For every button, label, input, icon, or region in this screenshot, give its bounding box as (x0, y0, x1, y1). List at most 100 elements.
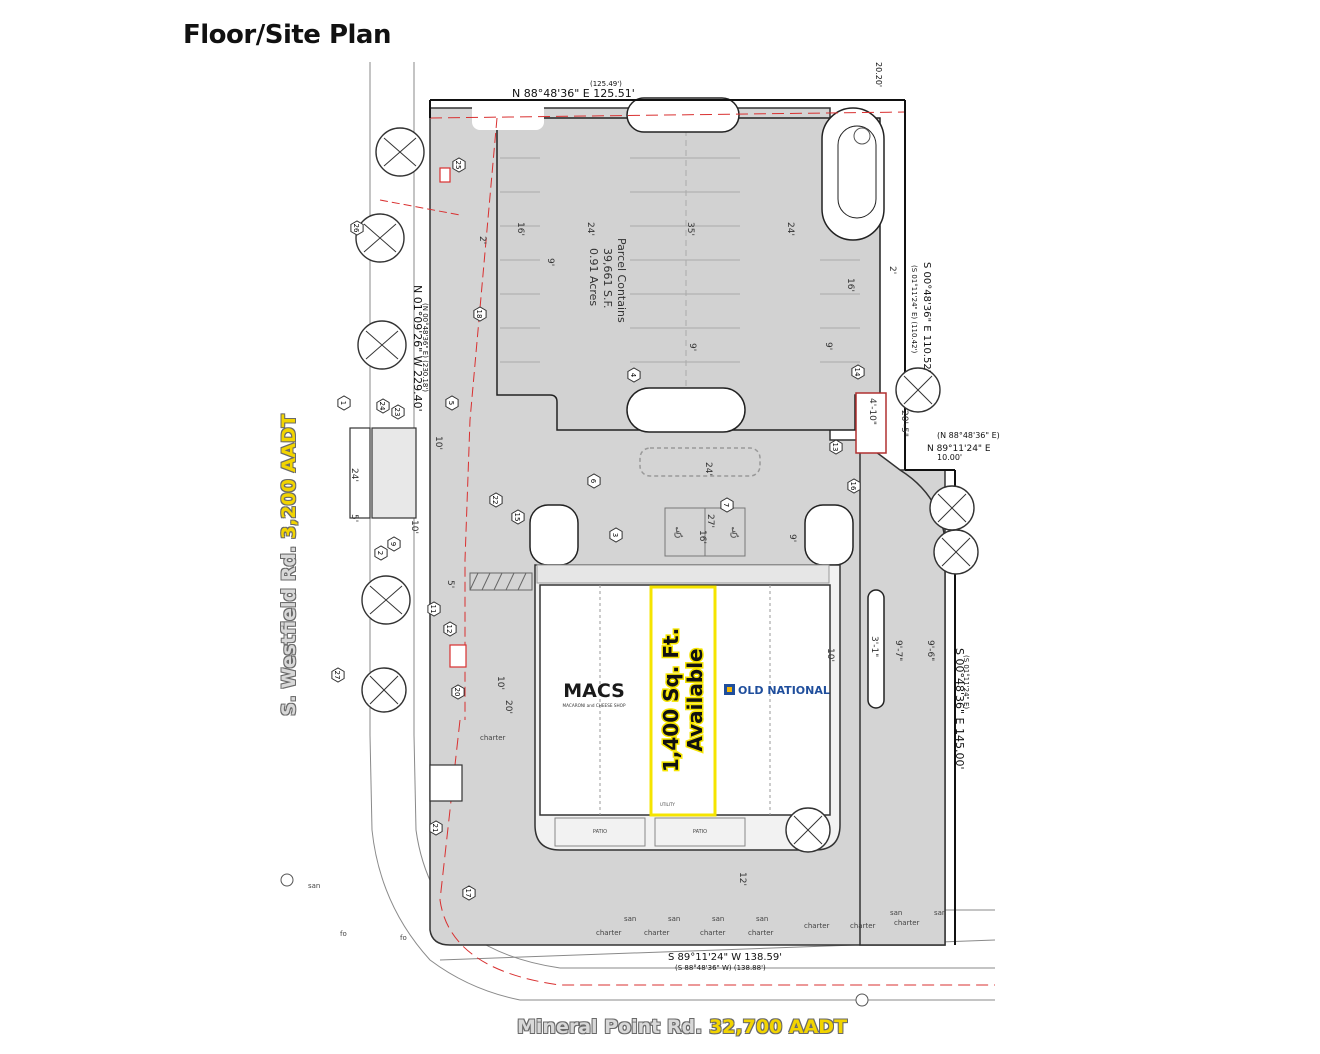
keynote-marker: 15 (511, 509, 525, 525)
keynote-marker: 18 (473, 306, 487, 322)
keynote-hexagon (391, 404, 405, 420)
utility-charter: charter (700, 929, 726, 937)
keynote-hexagon (376, 398, 390, 414)
utility-charter: charter (480, 734, 506, 742)
keynote-label: 25 (454, 161, 462, 170)
dimension: 16' (697, 530, 707, 544)
bearing-jog-dist: 10.00' (937, 453, 962, 462)
utility-fo: fo (340, 930, 347, 938)
keynote-label: 24 (378, 402, 386, 411)
parcel-line-2: 39,661 S.F. (601, 248, 614, 309)
parcel-info: Parcel Contains 39,661 S.F. 0.91 Acres (587, 238, 628, 323)
keynote-marker: 3 (609, 527, 623, 543)
crosswalk (469, 572, 533, 591)
utility-charter: charter (850, 922, 876, 930)
keynote-marker: 5 (445, 395, 459, 411)
keynote-label: 27 (333, 671, 341, 680)
bearing-north-record: (125.49') (590, 80, 622, 88)
keynote-marker: 20 (451, 684, 465, 700)
dimension: 16' (845, 278, 855, 292)
dimension: 9' (545, 258, 555, 266)
accessible-icon: ♿ (728, 524, 741, 542)
utility-label: UTILITY (660, 802, 675, 807)
sidewalk-row (536, 564, 830, 584)
utility-charter: charter (804, 922, 830, 930)
keynote-marker: 13 (829, 439, 843, 455)
utility-san: san (668, 915, 680, 923)
keynote-hexagon (387, 536, 401, 552)
parking-stalls (500, 130, 860, 390)
bearing-east-lower: S 00°48'36" E 145.00' (953, 648, 966, 770)
keynote-hexagon (337, 395, 351, 411)
bearing-ne-corner: 20.20' (874, 62, 883, 87)
keynote-label: 14 (853, 368, 861, 377)
keynote-label: 13 (831, 443, 839, 452)
dimension: 24' (703, 462, 713, 476)
old-national-mark-inner (727, 687, 732, 692)
keynote-hexagon (445, 395, 459, 411)
dimension: 9' (687, 343, 697, 351)
keynote-label: 20 (453, 688, 461, 697)
keynote-hexagon (429, 820, 443, 836)
patio-label: PATIO (693, 829, 707, 835)
macs-logo-sub: MACARONI and CHEESE SHOP (563, 703, 626, 708)
keynote-marker: 1 (337, 395, 351, 411)
bearing-labels: N 88°48'36" E 125.51' (125.49') 20.20' N… (411, 62, 1000, 972)
bearing-east-lower-record: (S 01°11'24" E) (962, 655, 970, 709)
keynote-marker: 4 (627, 367, 641, 383)
keynote-label: 16 (849, 482, 857, 491)
available-text: Available (683, 648, 707, 751)
dimension: 24' (349, 468, 359, 482)
keynote-marker: 24 (376, 398, 390, 414)
road-name-south: Mineral Point Rd. (517, 1016, 703, 1038)
utility-san: san (712, 915, 724, 923)
dimension: 20'-5" (899, 410, 909, 437)
parcel-line-3: 0.91 Acres (587, 248, 600, 306)
keynote-marker: 27 (331, 667, 345, 683)
keynote-marker: 16 (847, 478, 861, 494)
keynote-hexagon (511, 509, 525, 525)
dimension: 24' (585, 222, 595, 236)
keynote-marker: 21 (429, 820, 443, 836)
old-national-text: OLD NATIONAL (738, 684, 830, 697)
dimension: 5' (349, 514, 359, 522)
keynote-label: 3 (611, 533, 619, 537)
tenant-dividers (599, 585, 771, 815)
utility-san: san (890, 909, 902, 917)
utility-san: san (308, 882, 320, 890)
keynote-marker: 6 (587, 473, 601, 489)
parking-lot-north (496, 117, 881, 431)
keynote-marker: 22 (489, 492, 503, 508)
dimension: 3'-1" (869, 636, 879, 657)
dimension: 10' (409, 520, 419, 534)
keynote-label: 21 (431, 824, 439, 833)
keynote-hexagon (609, 527, 623, 543)
bearing-east-upper: S 00°48'36" E 110.52' (921, 262, 932, 372)
dimension: 24' (785, 222, 795, 236)
keynote-hexagon (473, 306, 487, 322)
keynote-label: 26 (352, 224, 360, 233)
keynote-hexagon (627, 367, 641, 383)
keynote-marker: 9 (387, 536, 401, 552)
dimension: 2' (477, 236, 487, 244)
site-structures (349, 167, 467, 802)
dimension: 9' (787, 534, 797, 542)
keynote-marker: 26 (350, 220, 364, 236)
dimension: 4'-10" (867, 398, 877, 425)
bearing-jog: N 89°11'24" E (927, 444, 991, 454)
keynote-hexagon (451, 684, 465, 700)
keynote-label: 5 (447, 401, 455, 405)
available-space-highlight (649, 585, 717, 817)
dimension: 35' (685, 222, 695, 236)
utility-san: san (934, 909, 946, 917)
bearing-south: S 89°11'24" W 138.59' (668, 952, 782, 963)
accessible-parking (664, 507, 746, 557)
keynote-marker: 12 (443, 621, 457, 637)
keynote-hexagon (443, 621, 457, 637)
manholes (280, 127, 871, 1007)
utility-san: san (756, 915, 768, 923)
keynote-hexagon (374, 545, 388, 561)
tree-branches (363, 137, 971, 845)
old-national-logo: OLD NATIONAL (724, 684, 830, 697)
